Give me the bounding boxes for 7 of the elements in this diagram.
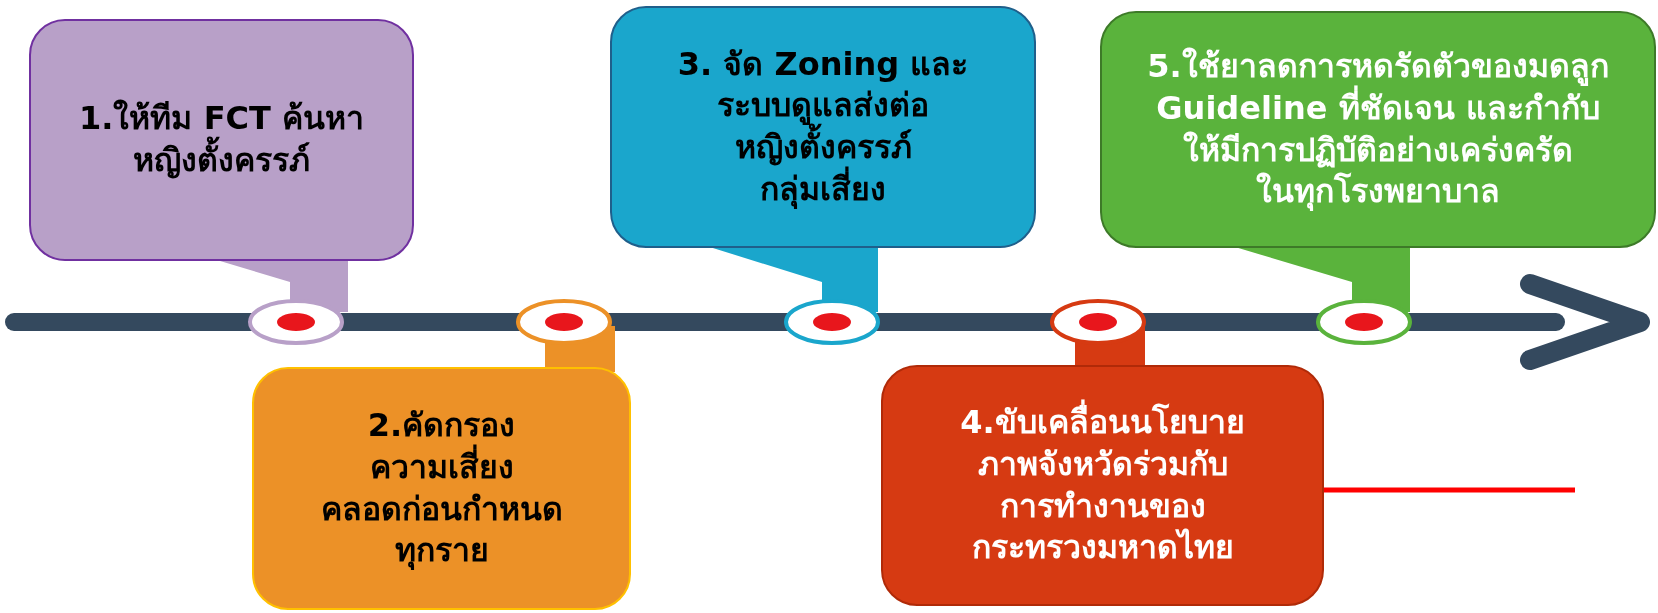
callout-box xyxy=(252,367,631,610)
callout-text: 1.ให้ทีม FCT ค้นหา หญิงตั้งครรภ์ xyxy=(78,98,365,181)
callout-text: 3. จัด Zoning และ ระบบดูแลส่งต่อ หญิงตั้งครรภ์ กลุ่มเสี่ยง xyxy=(676,43,970,211)
callout-text: 5.ใช้ยาลดการหดรัดตัวของมดลูก Guideline ที่ชัดเจน และกำกับ ให้มีการปฏิบัติอย่างเคร่งครัด ในทุกโรงพยาบาล xyxy=(1146,46,1610,213)
connector-line xyxy=(1324,487,1575,493)
callout-text: 2.คัดกรอง ความเสี่ยง คลอดก่อนกำหนด ทุกราย xyxy=(319,405,564,572)
callout-box xyxy=(881,365,1324,606)
